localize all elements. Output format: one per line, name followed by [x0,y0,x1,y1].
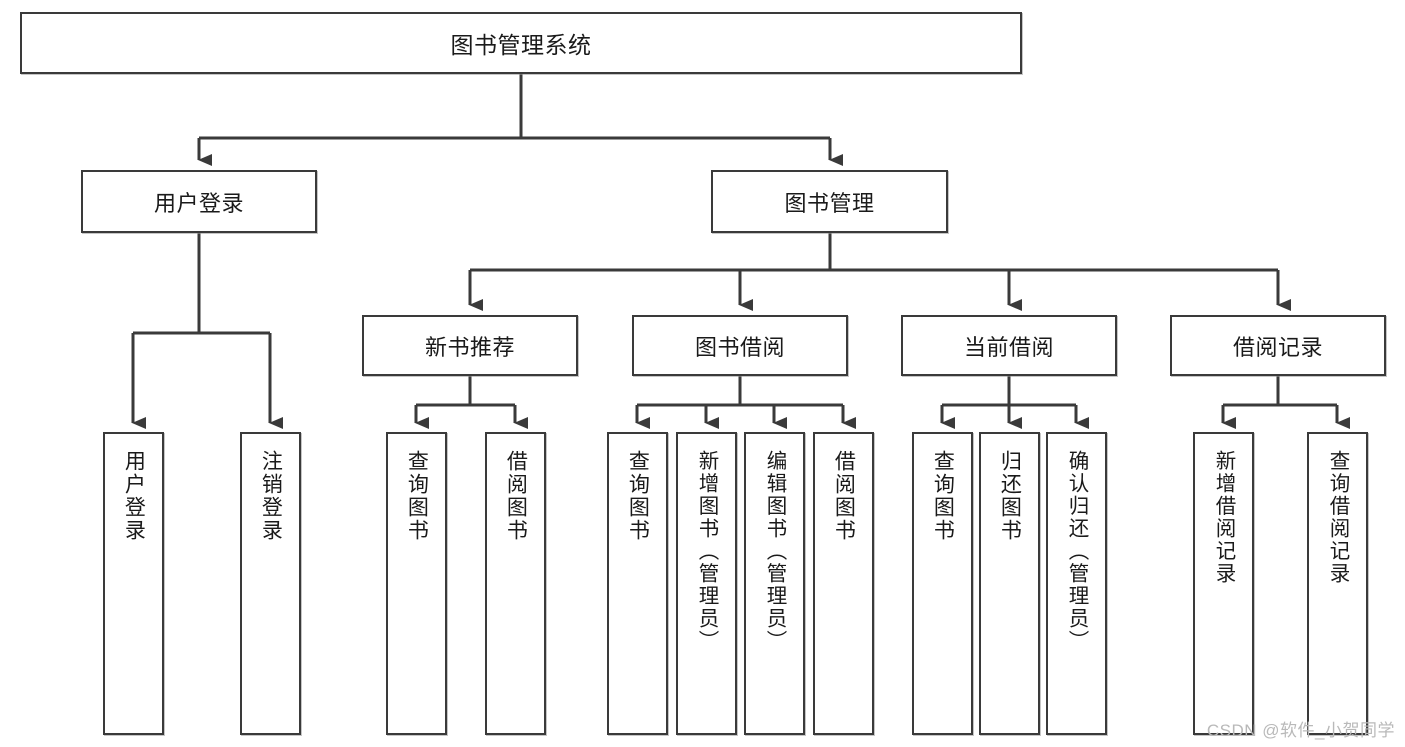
leaf-add-record-label: 新增借阅记录 [1212,450,1236,585]
leaf-return-book-label: 归还图书 [998,450,1022,542]
node-leaf-add-book[interactable]: 新增图书（管理员） [676,432,737,735]
node-leaf-query-book-2[interactable]: 查询图书 [607,432,668,735]
node-current-borrow[interactable]: 当前借阅 [901,315,1117,376]
leaf-user-login-label: 用户登录 [122,450,146,542]
node-root-label: 图书管理系统 [450,32,592,58]
leaf-confirm-return-label: 确认归还（管理员） [1065,450,1089,653]
node-root[interactable]: 图书管理系统 [20,12,1022,74]
node-leaf-borrow-book-1[interactable]: 借阅图书 [485,432,546,735]
node-current-borrow-label: 当前借阅 [963,334,1054,360]
node-book-manage[interactable]: 图书管理 [711,170,948,233]
node-leaf-return-book[interactable]: 归还图书 [979,432,1040,735]
node-borrow-record[interactable]: 借阅记录 [1170,315,1386,376]
node-leaf-user-login[interactable]: 用户登录 [103,432,164,735]
node-leaf-confirm-return[interactable]: 确认归还（管理员） [1046,432,1107,735]
node-leaf-borrow-book-2[interactable]: 借阅图书 [813,432,874,735]
node-leaf-add-record[interactable]: 新增借阅记录 [1193,432,1254,735]
leaf-logout-label: 注销登录 [259,450,283,542]
node-borrow-record-label: 借阅记录 [1232,334,1323,360]
leaf-query-book-1-label: 查询图书 [405,450,429,542]
node-user-login[interactable]: 用户登录 [81,170,317,233]
node-new-book-rec[interactable]: 新书推荐 [362,315,578,376]
node-leaf-query-book-1[interactable]: 查询图书 [386,432,447,735]
node-leaf-logout[interactable]: 注销登录 [240,432,301,735]
node-leaf-query-book-3[interactable]: 查询图书 [912,432,973,735]
node-user-login-label: 用户登录 [153,190,244,216]
leaf-edit-book-label: 编辑图书（管理员） [763,450,787,653]
leaf-query-record-label: 查询借阅记录 [1326,450,1350,585]
node-new-book-rec-label: 新书推荐 [424,334,515,360]
leaf-borrow-book-2-label: 借阅图书 [832,450,856,542]
leaf-query-book-3-label: 查询图书 [931,450,955,542]
leaf-borrow-book-1-label: 借阅图书 [504,450,528,542]
node-leaf-query-record[interactable]: 查询借阅记录 [1307,432,1368,735]
leaf-add-book-label: 新增图书（管理员） [695,450,719,653]
node-book-borrow-label: 图书借阅 [694,334,785,360]
node-leaf-edit-book[interactable]: 编辑图书（管理员） [744,432,805,735]
node-book-borrow[interactable]: 图书借阅 [632,315,848,376]
watermark-text: CSDN @软件_小贺同学 [1206,721,1395,740]
node-book-manage-label: 图书管理 [784,190,875,216]
leaf-query-book-2-label: 查询图书 [626,450,650,542]
